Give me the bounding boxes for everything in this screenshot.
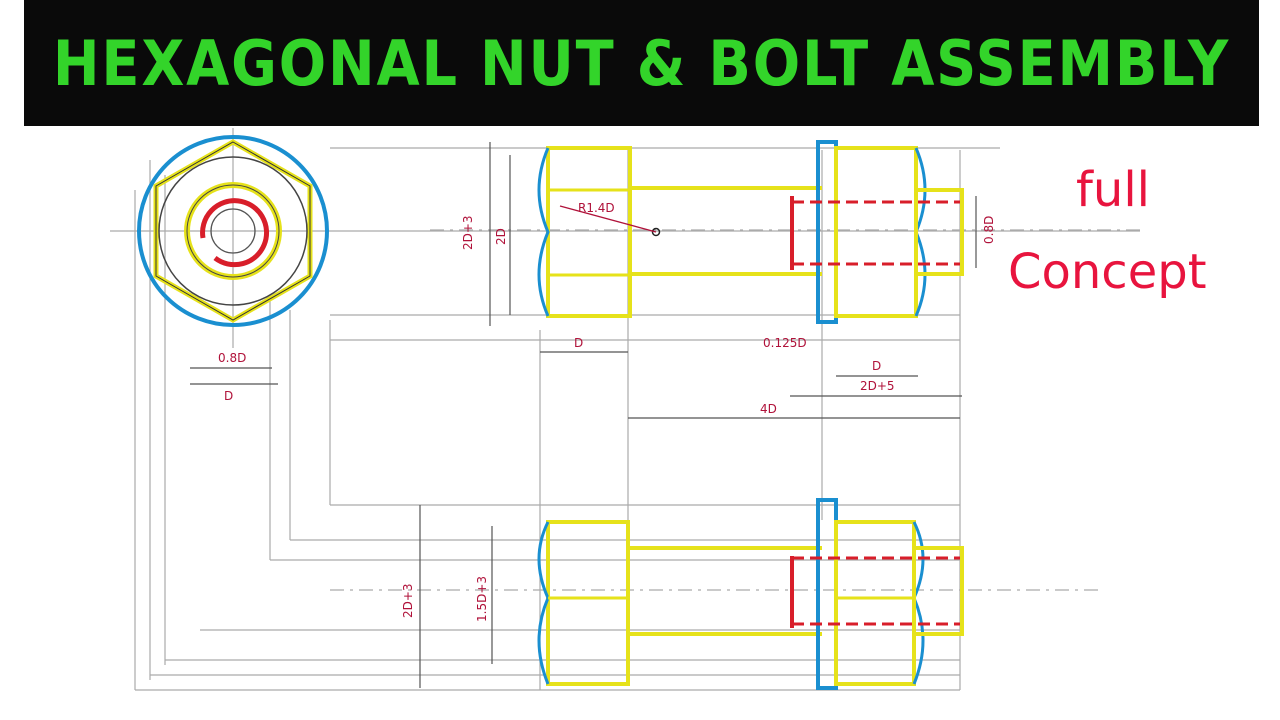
dim-thread-dia: 0.8D (982, 216, 996, 244)
dim-nut-thickness: D (872, 359, 881, 373)
dim-head-height: 2D+3 (461, 215, 475, 250)
page-title: HEXAGONAL NUT & BOLT ASSEMBLY (52, 26, 1231, 100)
dimension-text: 0.8D D 2D+3 2D R1.4D D 0.125D 0.8D D 2D+… (218, 201, 996, 622)
dim-nut-d: D (224, 389, 233, 403)
dim-elev-height: 2D+3 (401, 583, 415, 618)
dim-nut-d-inner: 0.8D (218, 351, 246, 365)
dim-washer-thickness: 0.125D (763, 336, 807, 350)
side-elevation (537, 498, 964, 690)
front-elevation (537, 140, 964, 324)
projection-lines (110, 128, 1140, 691)
dim-bolt-length: 4D (760, 402, 777, 416)
title-banner: HEXAGONAL NUT & BOLT ASSEMBLY (24, 0, 1259, 126)
engineering-drawing: 0.8D D 2D+3 2D R1.4D D 0.125D 0.8D D 2D+… (110, 128, 1140, 691)
dim-head-width: 2D (494, 228, 508, 245)
dim-head-thickness: D (574, 336, 583, 350)
dim-nut-length: 2D+5 (860, 379, 895, 393)
dimension-lines (190, 142, 977, 688)
dim-radius: R1.4D (578, 201, 615, 215)
nut-top-view (137, 135, 329, 327)
note-full: full (1076, 162, 1150, 218)
dim-elev-inner: 1.5D+3 (475, 576, 489, 622)
note-concept: Concept (1008, 244, 1207, 300)
